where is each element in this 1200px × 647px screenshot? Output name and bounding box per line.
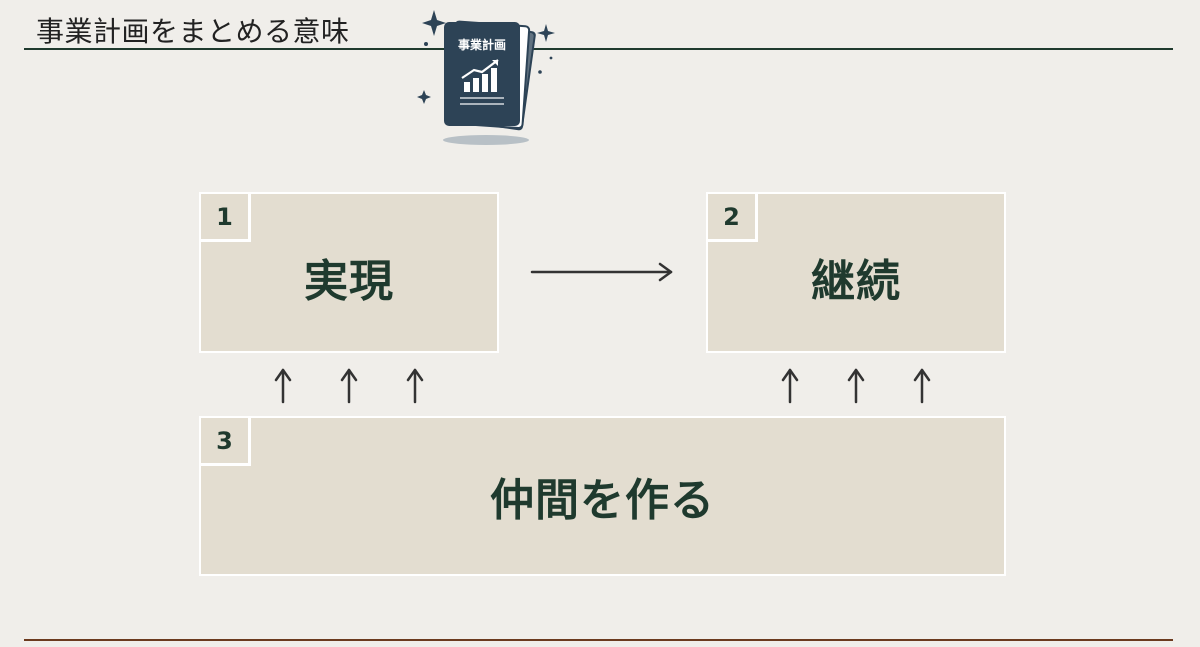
chart-bar-2 bbox=[473, 78, 479, 92]
box-label: 実現 bbox=[304, 255, 394, 307]
book-cover-label: 事業計画 bbox=[458, 37, 506, 52]
sparkle-dot bbox=[424, 42, 428, 46]
sparkle-icon bbox=[537, 24, 555, 42]
box-realization: 1 実現 bbox=[199, 192, 499, 353]
up-arrow-icon bbox=[274, 368, 292, 404]
box-continuation: 2 継続 bbox=[706, 192, 1006, 353]
book-shadow bbox=[443, 135, 529, 145]
box-label: 仲間を作る bbox=[490, 475, 715, 526]
slide-title: 事業計画をまとめる意味 bbox=[36, 15, 350, 48]
sparkle-dot bbox=[538, 70, 542, 74]
box-label: 継続 bbox=[811, 255, 901, 307]
right-arrow-icon bbox=[530, 262, 673, 282]
sparkle-icon bbox=[417, 90, 431, 104]
chart-trend-line bbox=[461, 59, 499, 79]
box-build-team: 3 仲間を作る bbox=[199, 416, 1006, 576]
up-arrow-icon bbox=[913, 368, 931, 404]
box-number: 1 bbox=[201, 194, 251, 242]
box-number: 3 bbox=[201, 418, 251, 466]
footer-rule bbox=[24, 639, 1173, 641]
up-arrow-icon bbox=[340, 368, 358, 404]
up-arrow-icon bbox=[847, 368, 865, 404]
sparkle-dot bbox=[549, 56, 553, 60]
chart-bar-4 bbox=[491, 68, 497, 92]
up-arrow-icon bbox=[406, 368, 424, 404]
box-number: 2 bbox=[708, 194, 758, 242]
title-underline bbox=[24, 48, 1173, 50]
chart-trend-arrowhead bbox=[492, 60, 498, 66]
chart-bar-1 bbox=[464, 82, 470, 92]
sparkle-icon bbox=[422, 10, 446, 36]
business-plan-book-icon: 事業計画 bbox=[417, 10, 555, 145]
up-arrow-icon bbox=[781, 368, 799, 404]
chart-bar-3 bbox=[482, 74, 488, 92]
